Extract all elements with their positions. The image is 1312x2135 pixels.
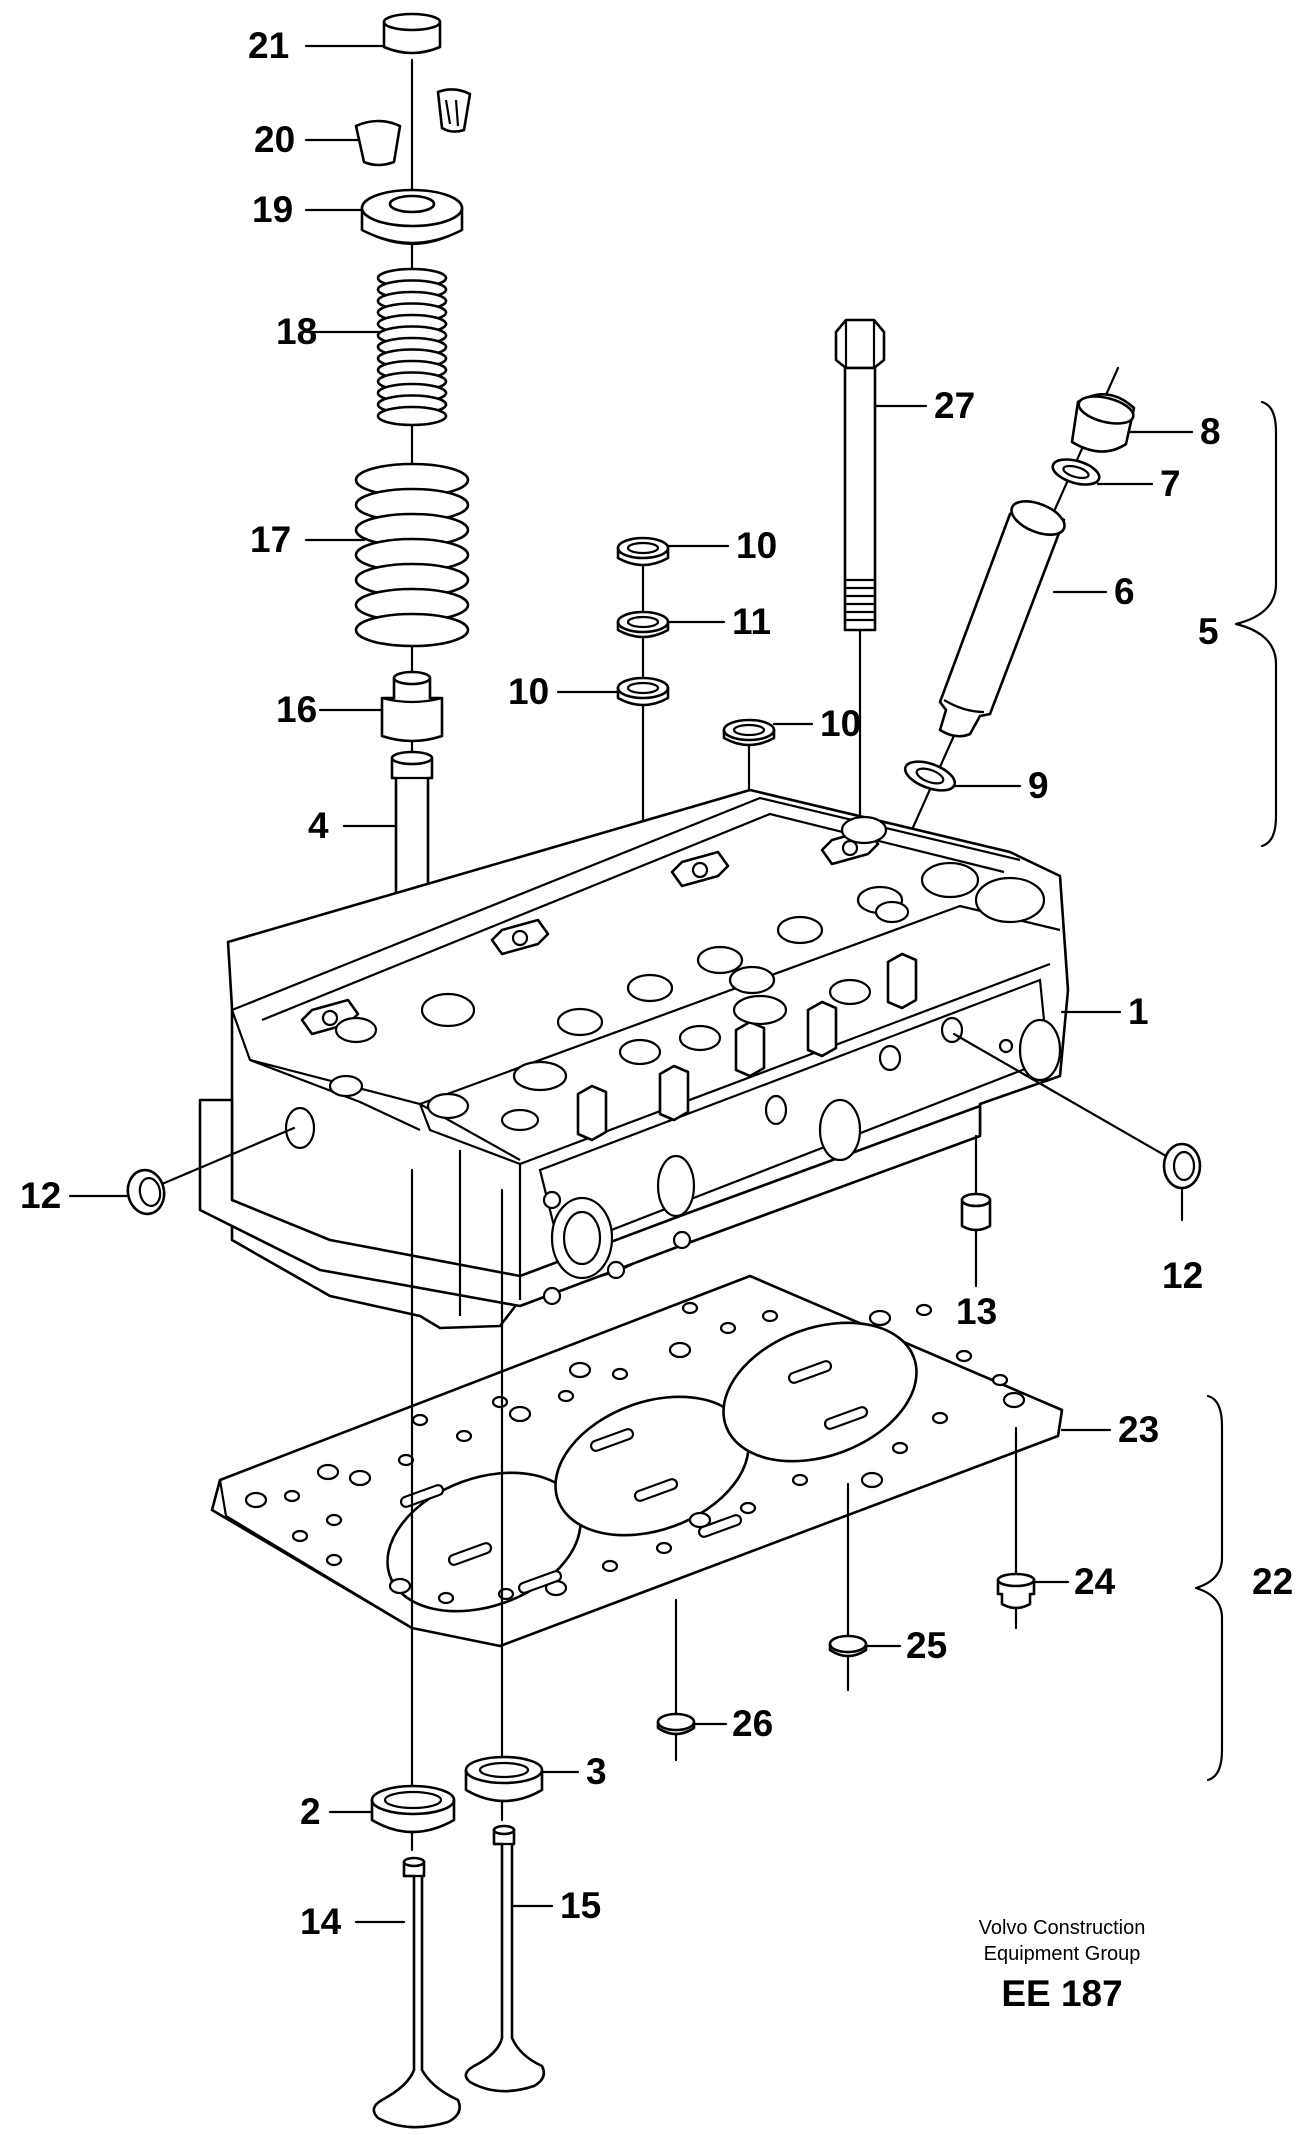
- inner-valve-spring-part: [376, 267, 448, 427]
- callout-labels: 21 20 19 18 17 16 4 27 8 7 6 5 9 10 11 1…: [20, 25, 1293, 1942]
- callout-1: 1: [1128, 991, 1149, 1032]
- sleeve-cap-part: [1070, 392, 1136, 453]
- plugs: [126, 1032, 1202, 1288]
- head-ports: [328, 815, 1046, 1132]
- callout-3: 3: [586, 1751, 607, 1792]
- brace-group-22: [1194, 1394, 1224, 1782]
- callout-12-left: 12: [20, 1175, 61, 1216]
- valve-14: [372, 1856, 461, 2129]
- gasket-fittings: [656, 1426, 1036, 1762]
- ring-25: [828, 1634, 868, 1658]
- drawing-code: EE 187: [1001, 1973, 1122, 2014]
- plug-13: [960, 1192, 992, 1232]
- head-gasket-part: [210, 1274, 1064, 1648]
- callout-9: 9: [1028, 765, 1049, 806]
- callout-7: 7: [1160, 463, 1181, 504]
- valve-15: [464, 1824, 546, 2093]
- seal-ring-10-mid: [616, 676, 670, 707]
- callout-12-right: 12: [1162, 1255, 1203, 1296]
- seal-ring-10-right: [722, 718, 776, 747]
- valve-cotters-part: [354, 88, 472, 167]
- callout-27: 27: [934, 385, 975, 426]
- sleeve-oring-part: [1051, 458, 1101, 486]
- callout-16: 16: [276, 689, 317, 730]
- cylinder-head-part: [198, 788, 1070, 1330]
- plug-12-left: [126, 1168, 166, 1216]
- callout-15: 15: [560, 1885, 601, 1926]
- callout-2: 2: [300, 1791, 321, 1832]
- callout-14: 14: [300, 1901, 342, 1942]
- valve-stack-left: [354, 12, 472, 1172]
- callout-19: 19: [252, 189, 293, 230]
- plug-12-right: [1162, 1142, 1202, 1222]
- callout-8: 8: [1200, 411, 1221, 452]
- outer-valve-spring-part: [354, 462, 470, 648]
- valve-cap-part: [382, 12, 442, 55]
- callout-21: 21: [248, 25, 289, 66]
- ring-26: [656, 1712, 696, 1736]
- callout-5: 5: [1198, 611, 1219, 652]
- callout-6: 6: [1114, 571, 1135, 612]
- callout-22: 22: [1252, 1561, 1293, 1602]
- callout-18: 18: [276, 311, 317, 352]
- company-line-1: Volvo Construction: [979, 1917, 1146, 1939]
- callout-11: 11: [732, 601, 771, 642]
- leader-lines: [68, 44, 1194, 1924]
- injector-sleeve-part: [938, 500, 1066, 738]
- head-bolt-part: [834, 318, 886, 882]
- callout-10-right: 10: [820, 703, 861, 744]
- brace-group-5: [1234, 400, 1278, 848]
- valve-guide-part: [390, 750, 434, 900]
- seal-ring-10-top: [616, 536, 670, 567]
- valve-stem-seal-part: [380, 670, 444, 743]
- company-line-2: Equipment Group: [984, 1943, 1141, 1965]
- injector-sleeve-group: [834, 366, 1136, 1002]
- callout-23: 23: [1118, 1409, 1159, 1450]
- callout-13: 13: [956, 1291, 997, 1332]
- callout-20: 20: [254, 119, 295, 160]
- callout-25: 25: [906, 1625, 947, 1666]
- valve-seat-3: [464, 1755, 544, 1803]
- callout-17: 17: [250, 519, 291, 560]
- callout-26: 26: [732, 1703, 773, 1744]
- spring-retainer-part: [360, 188, 464, 246]
- drawing-footer: Volvo Construction Equipment Group EE 18…: [979, 1917, 1146, 2014]
- seal-ring-11: [616, 610, 670, 639]
- gasket-holes: [244, 1301, 1026, 1605]
- callout-10-left: 10: [508, 671, 549, 712]
- callout-4: 4: [308, 805, 329, 846]
- callout-24: 24: [1074, 1561, 1116, 1602]
- valves: [370, 1168, 546, 2129]
- valve-seat-2: [370, 1784, 456, 1834]
- dowel-24: [996, 1572, 1036, 1610]
- callout-10-top: 10: [736, 525, 777, 566]
